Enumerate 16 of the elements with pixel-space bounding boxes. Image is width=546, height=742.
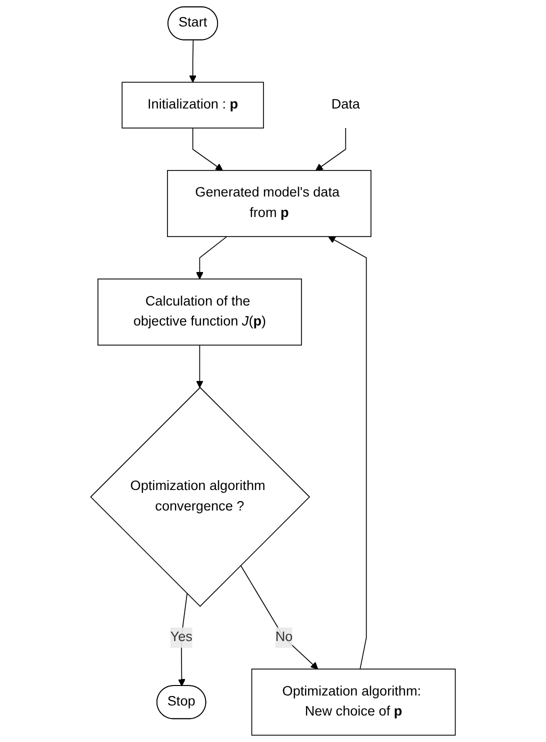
arrow	[315, 128, 346, 171]
node-box	[167, 170, 372, 238]
arrow	[196, 344, 204, 388]
node-box	[122, 82, 264, 128]
node-text: Data	[331, 98, 360, 112]
arrow	[240, 564, 318, 670]
arrow	[328, 236, 367, 670]
arrow	[196, 236, 228, 280]
edge-label: Yes	[170, 630, 192, 644]
node-box	[251, 668, 456, 736]
arrow	[192, 128, 223, 171]
edge-label: No	[275, 630, 293, 644]
node-diamond	[90, 386, 310, 607]
arrow	[189, 40, 197, 83]
arrow	[178, 593, 188, 686]
node-box	[98, 278, 302, 346]
